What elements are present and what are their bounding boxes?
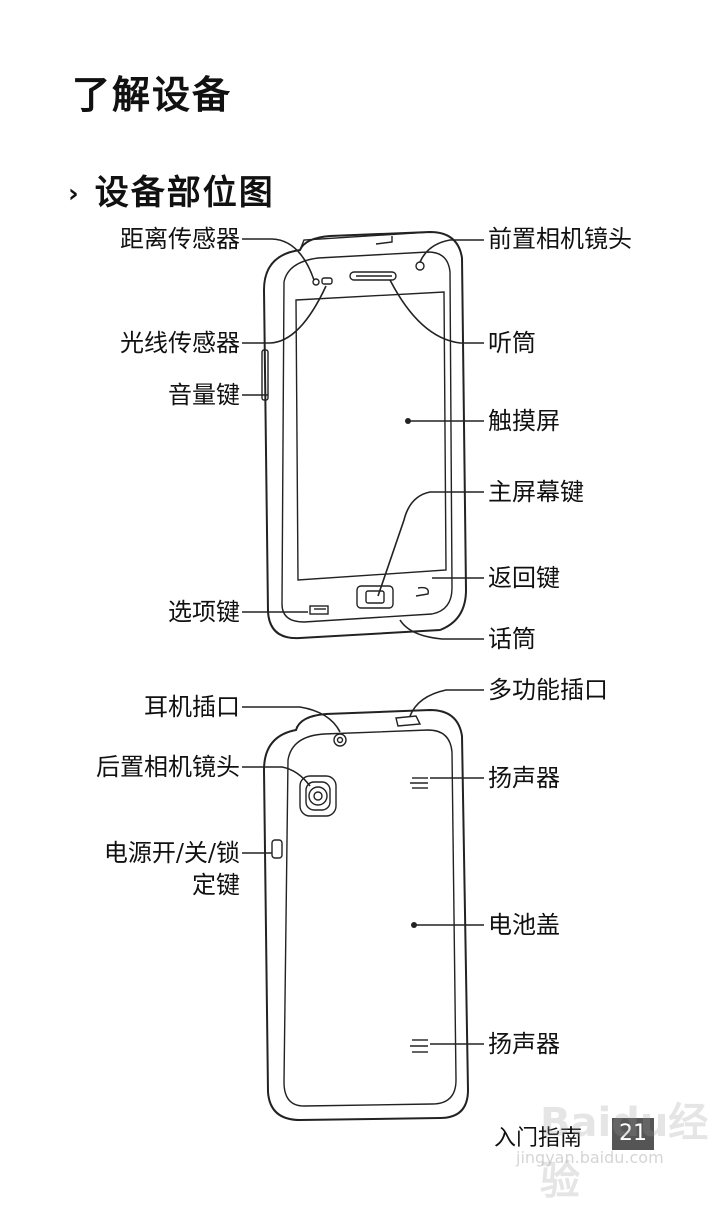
label-proximity-sensor: 距离传感器 <box>120 225 240 253</box>
label-power-key-line2: 定键 <box>192 871 240 899</box>
label-touchscreen: 触摸屏 <box>488 407 560 435</box>
page-number: 21 <box>612 1118 654 1150</box>
section-title-text: 设备部位图 <box>94 173 275 213</box>
label-option-key: 选项键 <box>168 598 240 626</box>
label-power-key-line1: 电源开/关/锁 <box>103 839 240 867</box>
label-volume-key: 音量键 <box>168 381 240 409</box>
label-multifunction-jack: 多功能插口 <box>488 676 608 704</box>
label-rear-camera: 后置相机镜头 <box>96 753 240 781</box>
label-speaker-bottom: 扬声器 <box>488 1030 560 1058</box>
label-home-key: 主屏幕键 <box>488 478 584 506</box>
label-light-sensor: 光线传感器 <box>120 329 240 357</box>
footer-text: 入门指南 <box>494 1126 583 1151</box>
label-back-key: 返回键 <box>488 564 560 592</box>
chevron-right-icon: › <box>68 179 81 209</box>
label-battery-cover: 电池盖 <box>488 911 560 939</box>
label-earpiece: 听筒 <box>488 329 536 357</box>
back-phone-illustration <box>262 708 470 1122</box>
label-speaker-top: 扬声器 <box>488 764 560 792</box>
label-headset-jack: 耳机插口 <box>144 693 240 721</box>
front-phone-illustration <box>261 230 468 640</box>
page-title: 了解设备 <box>72 73 233 117</box>
watermark-url: jingyan.baidu.com <box>516 1148 664 1167</box>
section-title: › 设备部位图 <box>68 165 275 214</box>
label-microphone: 话筒 <box>488 625 536 653</box>
label-front-camera: 前置相机镜头 <box>488 225 632 253</box>
